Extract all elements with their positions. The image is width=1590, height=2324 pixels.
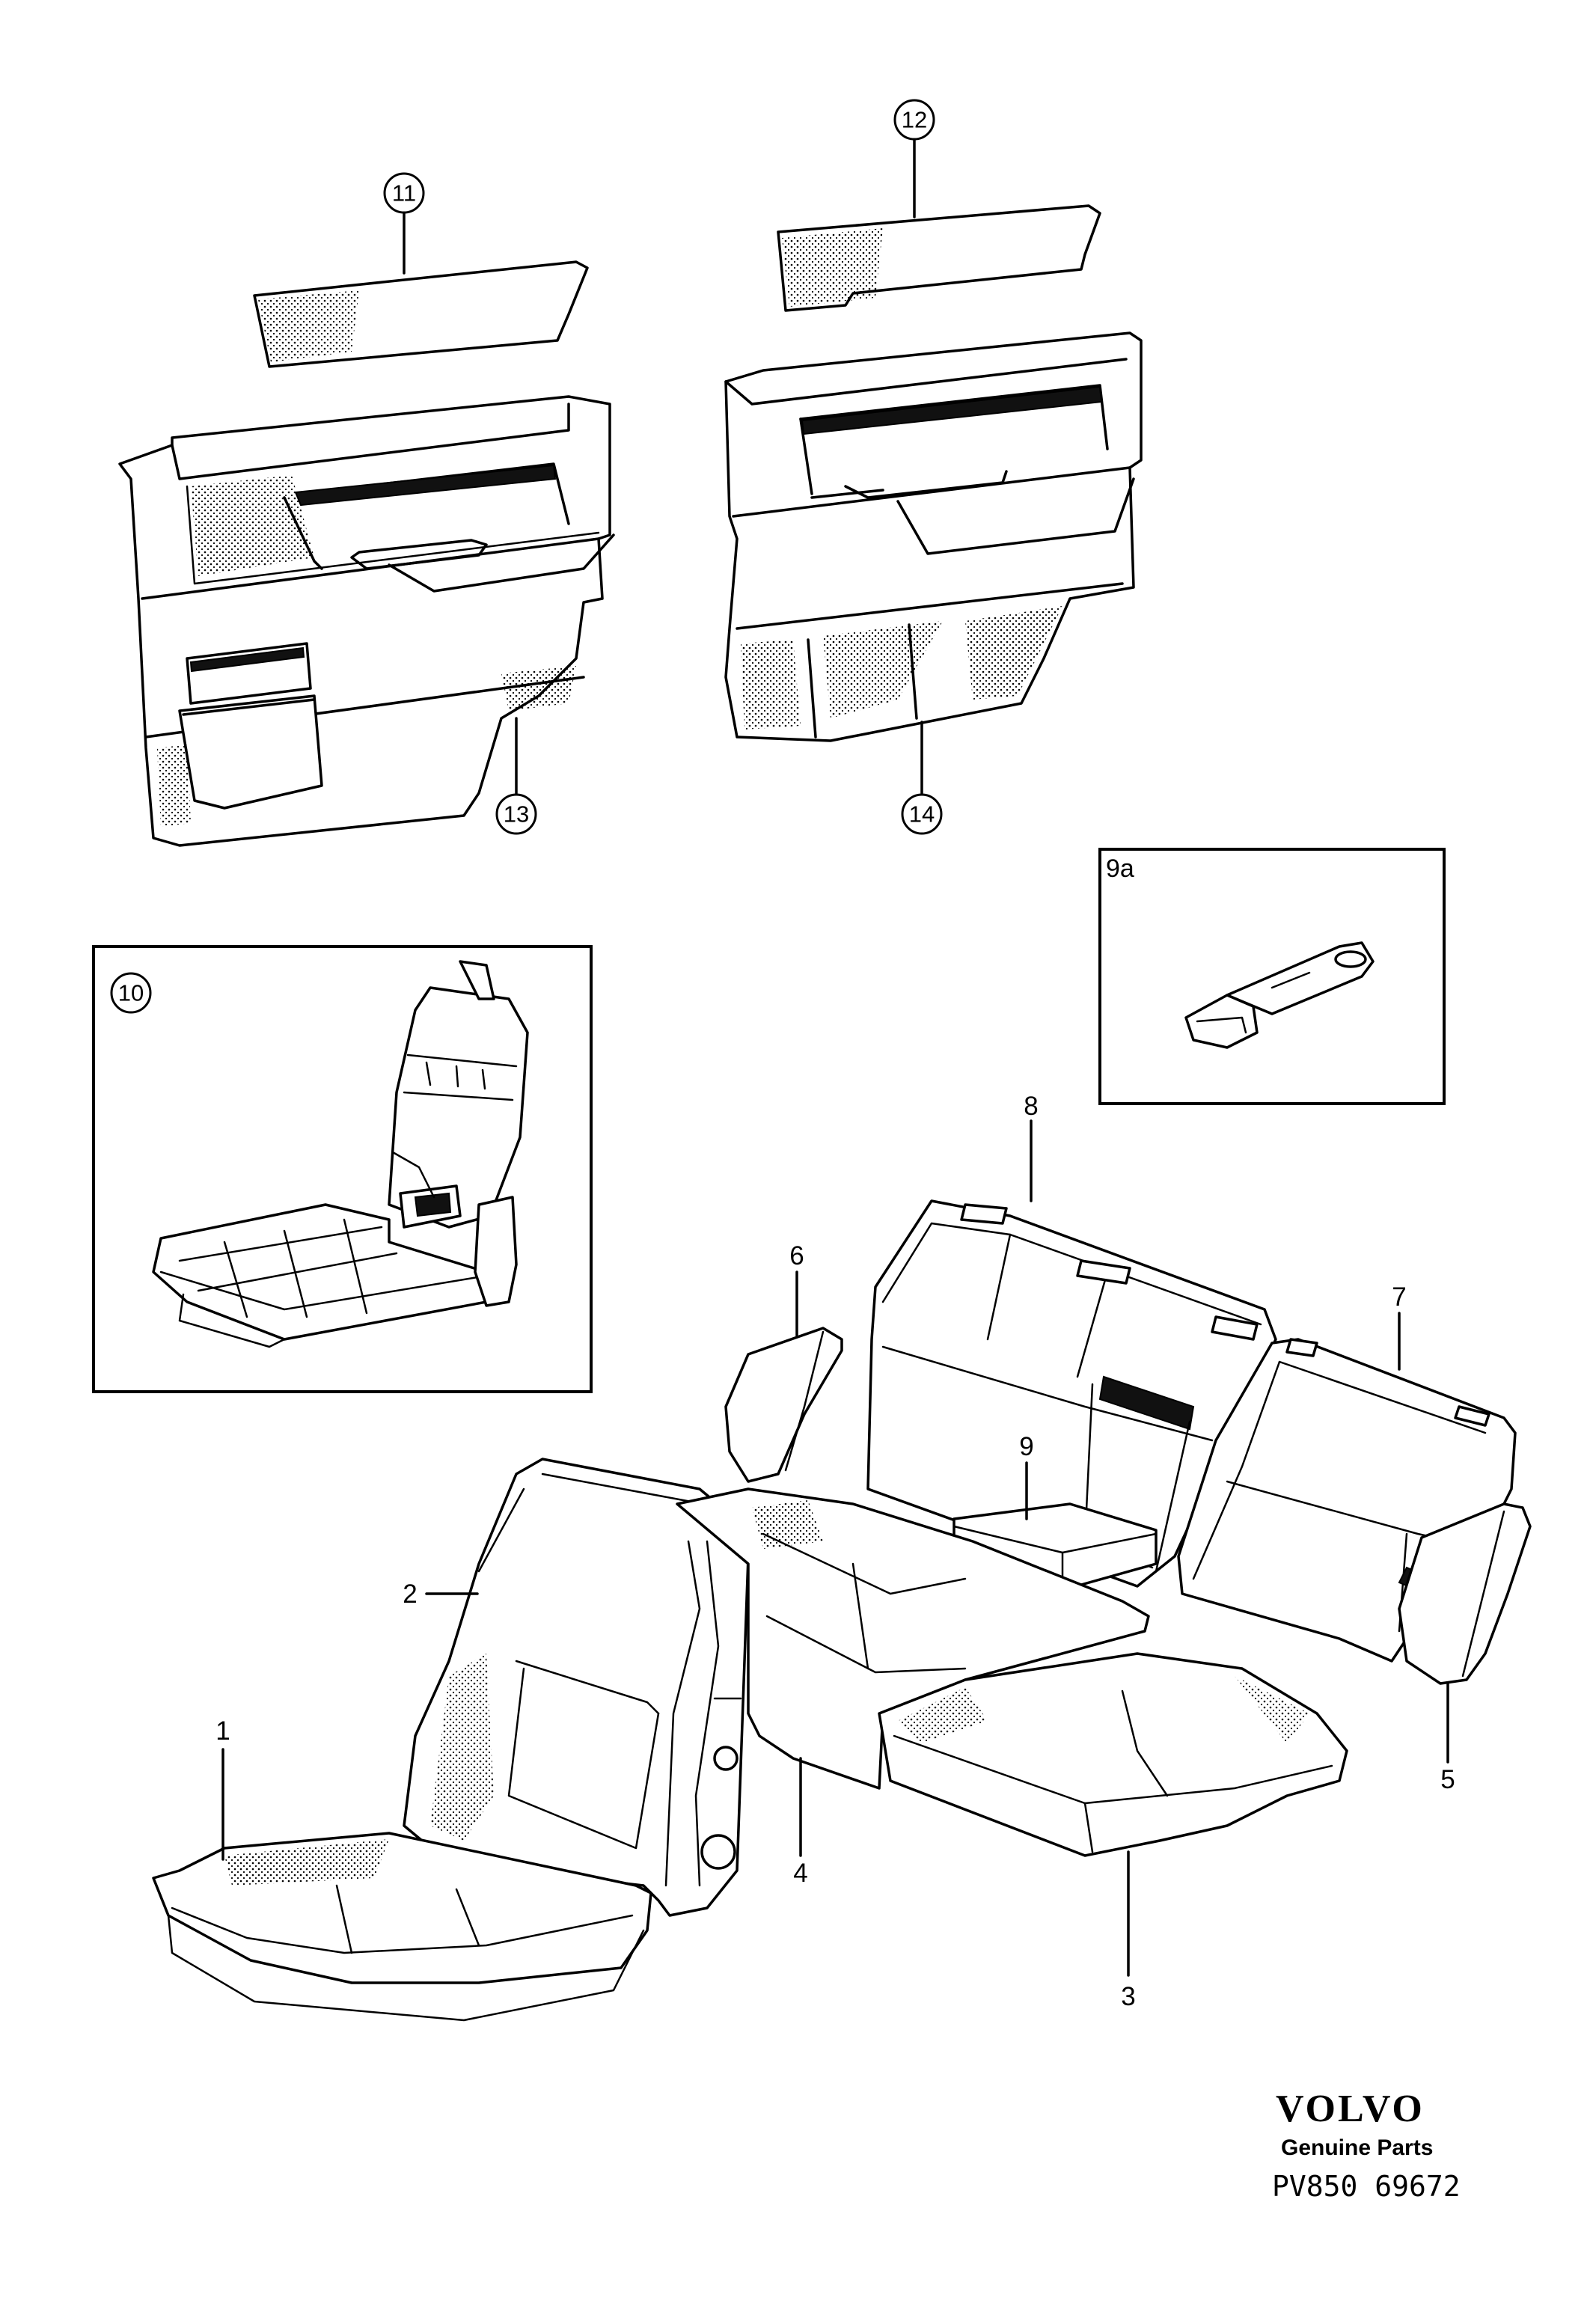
callout-12-label: 12 xyxy=(902,107,927,133)
inset-9a-label: 9a xyxy=(1106,854,1134,883)
part-label-5: 5 xyxy=(1440,1765,1455,1794)
front-seat-backrest-2 xyxy=(403,1458,750,1917)
part-label-9: 9 xyxy=(1019,1432,1033,1461)
part-label-3: 3 xyxy=(1121,1982,1135,2011)
part-label-6: 6 xyxy=(789,1241,804,1270)
brand-subtitle: Genuine Parts xyxy=(1281,2135,1433,2160)
trim-strip-12 xyxy=(777,137,1101,312)
callout-10-label: 10 xyxy=(118,980,144,1006)
child-seat-10 xyxy=(152,960,529,1348)
fastener-9a xyxy=(1184,941,1375,1049)
part-label-8: 8 xyxy=(1024,1092,1038,1121)
callout-14-label: 14 xyxy=(909,801,935,828)
part-label-1: 1 xyxy=(215,1716,230,1746)
rear-cushion-4 xyxy=(676,1487,1150,1790)
door-panel-14 xyxy=(724,331,1143,742)
side-bolster-6 xyxy=(724,1327,843,1483)
trim-strip-11 xyxy=(253,208,589,368)
front-seat-cushion-1 xyxy=(152,1832,652,2022)
callout-11: 11 xyxy=(383,172,425,214)
rear-cushion-3 xyxy=(878,1652,1348,1857)
callout-11-label: 11 xyxy=(392,180,416,207)
part-code: PV850 69672 xyxy=(1272,2170,1461,2203)
rear-backrest-8 xyxy=(866,1199,1277,1588)
part-label-7: 7 xyxy=(1392,1282,1406,1312)
inset-box-10: 10 xyxy=(92,945,593,1393)
callout-13: 13 xyxy=(495,793,537,835)
door-panel-13 xyxy=(118,395,615,847)
callout-10: 10 xyxy=(110,972,152,1014)
part-label-4: 4 xyxy=(793,1859,807,1888)
callout-12: 12 xyxy=(893,99,935,141)
callout-14: 14 xyxy=(901,793,943,835)
brand-block: VOLVO Genuine Parts PV850 69672 xyxy=(1272,2088,1461,2203)
brand-logo: VOLVO xyxy=(1276,2088,1425,2130)
side-bolster-5 xyxy=(1398,1502,1532,1685)
part-label-2: 2 xyxy=(403,1580,417,1609)
inset-box-9a: 9a xyxy=(1098,848,1446,1105)
callout-13-label: 13 xyxy=(504,801,529,828)
